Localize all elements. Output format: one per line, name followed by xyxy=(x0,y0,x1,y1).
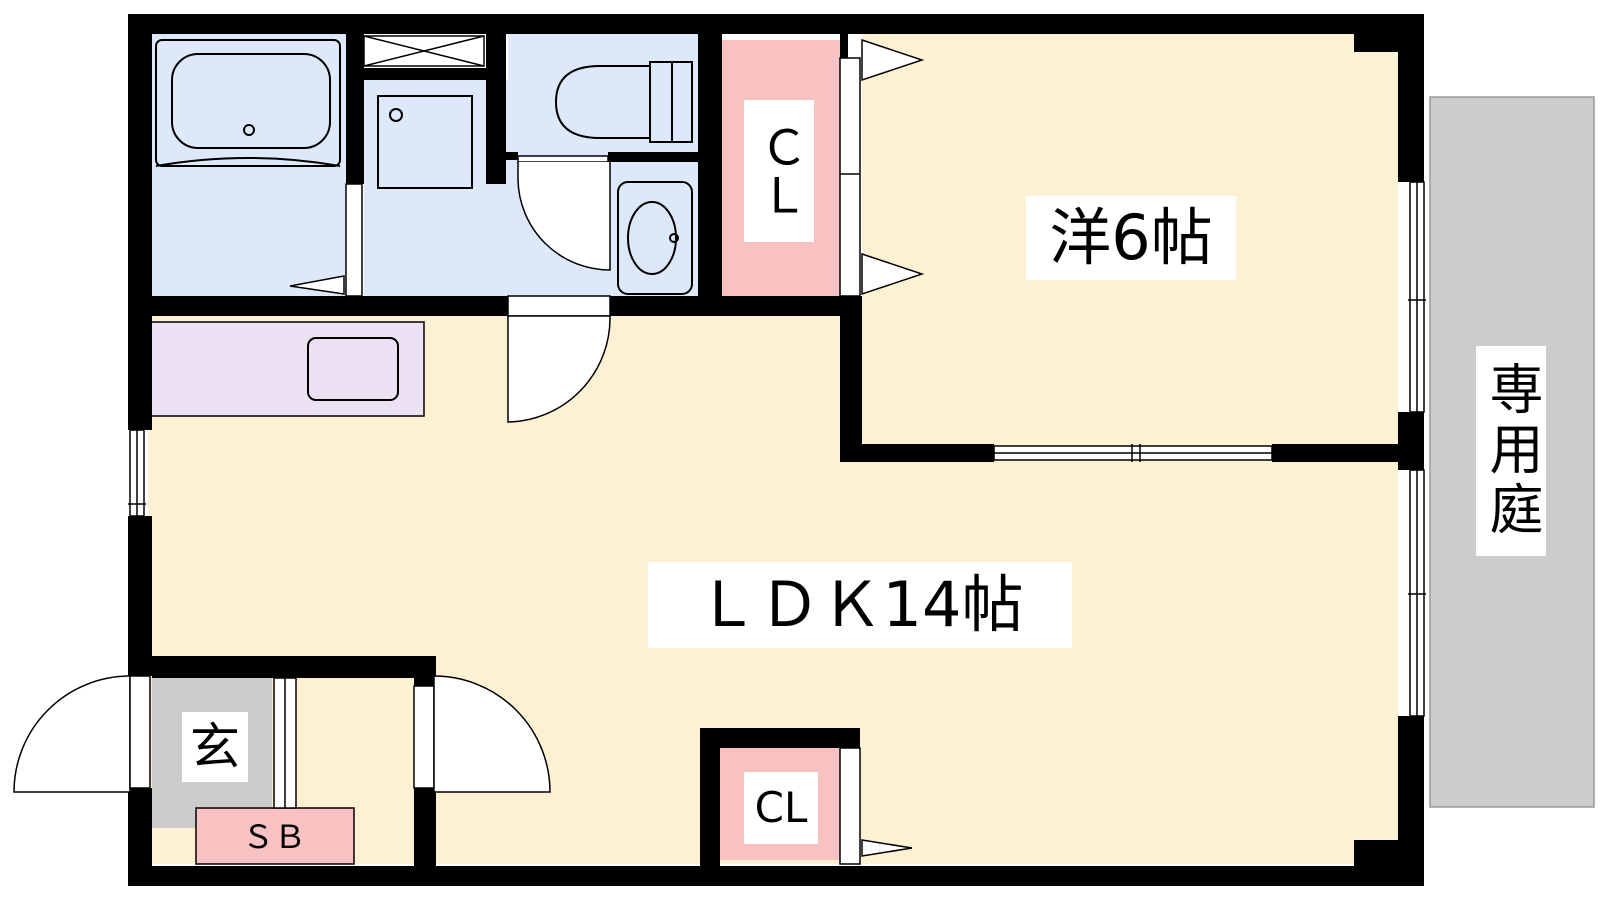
kitchen-counter xyxy=(149,321,425,417)
ldk-label: ＬＤＫ14帖 xyxy=(648,562,1072,648)
entrance-step xyxy=(273,677,297,809)
closet-bottom-label: CL xyxy=(744,772,818,844)
toilet-room-floor xyxy=(508,34,698,154)
entrance-label: 玄 xyxy=(182,712,248,782)
washbasin-icon xyxy=(617,181,693,295)
walls xyxy=(128,14,1424,886)
kitchen-sink-icon xyxy=(307,337,399,401)
window-right-lower xyxy=(1408,469,1426,717)
bath-door xyxy=(289,183,363,297)
window-left xyxy=(128,429,146,517)
washroom-door xyxy=(507,295,611,423)
washing-machine-pan-icon xyxy=(377,95,473,189)
private-garden-label: 専用庭 xyxy=(1476,346,1546,556)
entrance-inner-door xyxy=(413,675,551,793)
toilet-door xyxy=(517,155,611,271)
window-right-upper xyxy=(1408,181,1426,413)
front-door xyxy=(13,675,151,793)
western-room-label: 洋6帖 xyxy=(1026,196,1236,280)
closet-top-label: ＣＬ xyxy=(744,100,814,242)
closet-top-doors xyxy=(839,38,925,297)
window-vent-top xyxy=(363,35,485,67)
closet-bottom-doors xyxy=(839,747,913,865)
sliding-door-western xyxy=(993,444,1273,462)
bathtub-icon xyxy=(155,39,341,167)
shoe-box-label: ＳＢ xyxy=(241,818,306,856)
toilet-icon xyxy=(554,61,693,143)
